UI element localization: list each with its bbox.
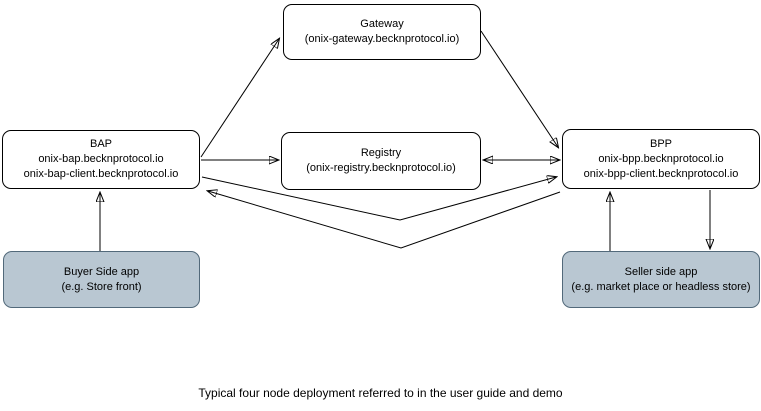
- registry-title: Registry: [360, 147, 402, 159]
- buyer-app-title: Buyer Side app: [63, 265, 140, 278]
- node-registry: Registry (onix-registry.becknprotocol.io…: [281, 132, 481, 190]
- gateway-title: Gateway: [360, 18, 404, 30]
- bpp-title: BPP: [649, 137, 672, 150]
- bap-title: BAP: [89, 138, 112, 150]
- registry-domain: (onix-registry.becknprotocol.io): [306, 162, 456, 174]
- bpp-client-domain: onix-bpp-client.becknprotocol.io: [583, 167, 739, 180]
- bpp-domain: onix-bpp.becknprotocol.io: [598, 152, 724, 165]
- buyer-app-example: (e.g. Store front): [61, 280, 142, 293]
- gateway-domain: (onix-gateway.becknprotocol.io): [304, 33, 460, 45]
- node-bap: BAP onix-bap.becknprotocol.io onix-bap-c…: [2, 130, 200, 189]
- bap-client-domain: onix-bap-client.becknprotocol.io: [23, 168, 179, 180]
- seller-app-title: Seller side app: [624, 265, 698, 278]
- diagram-caption: Typical four node deployment referred to…: [198, 386, 563, 400]
- node-bpp: BPP onix-bpp.becknprotocol.io onix-bpp-c…: [562, 129, 760, 189]
- node-seller-side-app: Seller side app (e.g. market place or he…: [562, 251, 760, 308]
- bap-domain: onix-bap.becknprotocol.io: [38, 153, 164, 165]
- edge-bpp-to-bap: [208, 191, 561, 249]
- seller-app-example: (e.g. market place or headless store): [571, 280, 751, 293]
- node-buyer-side-app: Buyer Side app (e.g. Store front): [3, 251, 200, 308]
- node-gateway: Gateway (onix-gateway.becknprotocol.io): [283, 4, 481, 60]
- edge-gateway-to-bpp: [480, 30, 558, 147]
- edge-bap-to-gateway: [200, 39, 279, 158]
